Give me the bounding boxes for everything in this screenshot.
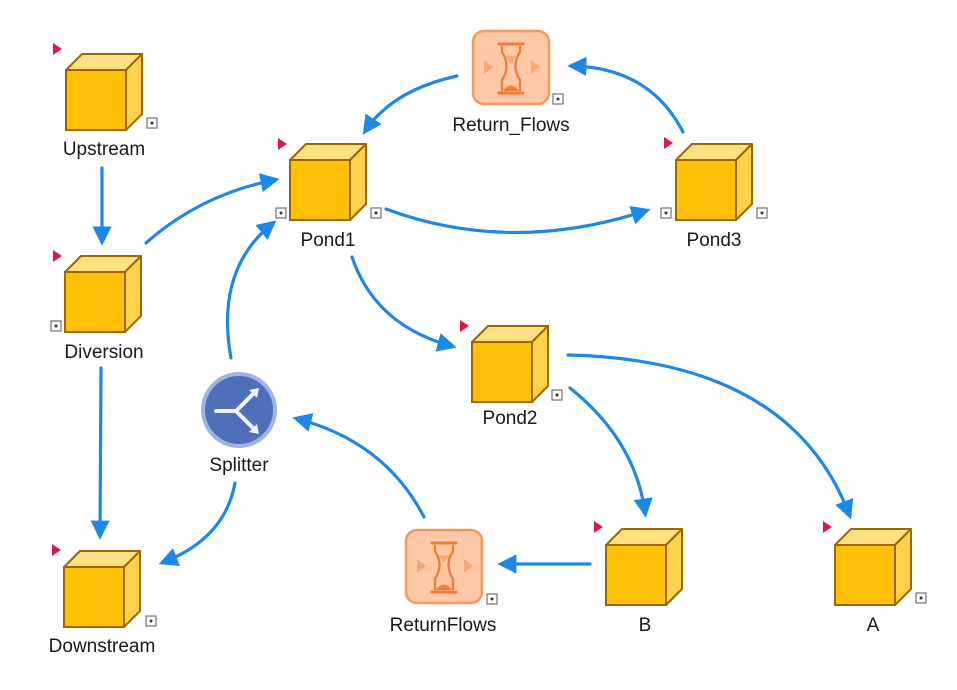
edge-pond2-to-a[interactable] (566, 353, 854, 520)
node-splitter[interactable]: Splitter (201, 372, 277, 476)
input-port-icon[interactable] (660, 207, 672, 219)
edge-splitter-to-pond1[interactable] (225, 220, 277, 360)
flag-icon (53, 250, 62, 262)
output-port-icon[interactable] (915, 592, 927, 604)
cube-icon (834, 528, 912, 606)
cube-icon (65, 53, 143, 131)
node-return-flows-top[interactable]: Return_Flows (452, 29, 570, 136)
node-label: Return_Flows (452, 115, 569, 136)
node-return-flows-bottom[interactable]: ReturnFlows (390, 528, 498, 636)
cube-icon (605, 528, 683, 606)
node-downstream[interactable]: Downstream (49, 544, 157, 657)
hourglass-icon (404, 528, 484, 605)
node-label: Downstream (49, 636, 156, 657)
cube-icon (675, 143, 753, 221)
output-port-icon[interactable] (370, 207, 382, 219)
node-label: Splitter (209, 455, 269, 476)
node-label: Pond3 (687, 230, 742, 251)
edge-splitter-to-downstream[interactable] (158, 481, 237, 567)
node-diversion[interactable]: Diversion (50, 250, 144, 363)
node-pond1[interactable]: Pond1 (275, 138, 382, 251)
cube-icon (63, 550, 141, 628)
edge-pond3-to-return-flows-top[interactable] (567, 56, 685, 134)
flag-icon (52, 544, 61, 556)
edge-pond1-to-pond3[interactable] (384, 206, 651, 235)
edge-pond1-to-pond2[interactable] (350, 255, 457, 352)
node-label: Upstream (63, 139, 145, 160)
node-label: Diversion (64, 342, 143, 363)
cube-icon (289, 143, 367, 221)
flow-edges (90, 56, 854, 574)
node-b[interactable]: B (594, 521, 683, 636)
output-port-icon[interactable] (756, 207, 768, 219)
node-label: B (639, 615, 652, 636)
cube-icon (64, 255, 142, 333)
edge-return-flows-top-to-pond1[interactable] (362, 74, 459, 135)
output-port-icon[interactable] (146, 117, 158, 129)
output-port-icon[interactable] (552, 93, 564, 105)
hourglass-icon (471, 29, 551, 106)
flag-icon (278, 138, 287, 150)
cube-icon (471, 325, 549, 403)
flag-icon (823, 521, 832, 533)
flag-icon (594, 521, 603, 533)
splitter-icon (201, 372, 277, 448)
node-label: Pond2 (483, 408, 538, 429)
node-pond2[interactable]: Pond2 (460, 320, 563, 429)
output-port-icon[interactable] (486, 593, 498, 605)
edge-return-flows-bottom-to-splitter[interactable] (292, 413, 426, 519)
node-a[interactable]: A (823, 521, 927, 636)
node-upstream[interactable]: Upstream (53, 43, 158, 160)
edge-diversion-to-downstream[interactable] (90, 366, 110, 540)
node-pond3[interactable]: Pond3 (660, 137, 768, 251)
flag-icon (664, 137, 673, 149)
node-label: ReturnFlows (390, 615, 497, 636)
edge-diversion-to-pond1[interactable] (144, 173, 280, 245)
flag-icon (53, 43, 62, 55)
input-port-icon[interactable] (50, 320, 62, 332)
input-port-icon[interactable] (275, 207, 287, 219)
output-port-icon[interactable] (145, 615, 157, 627)
flag-icon (460, 320, 469, 332)
node-label: Pond1 (301, 230, 356, 251)
edge-pond2-to-b[interactable] (568, 386, 653, 518)
node-label: A (867, 615, 880, 636)
output-port-icon[interactable] (551, 389, 563, 401)
